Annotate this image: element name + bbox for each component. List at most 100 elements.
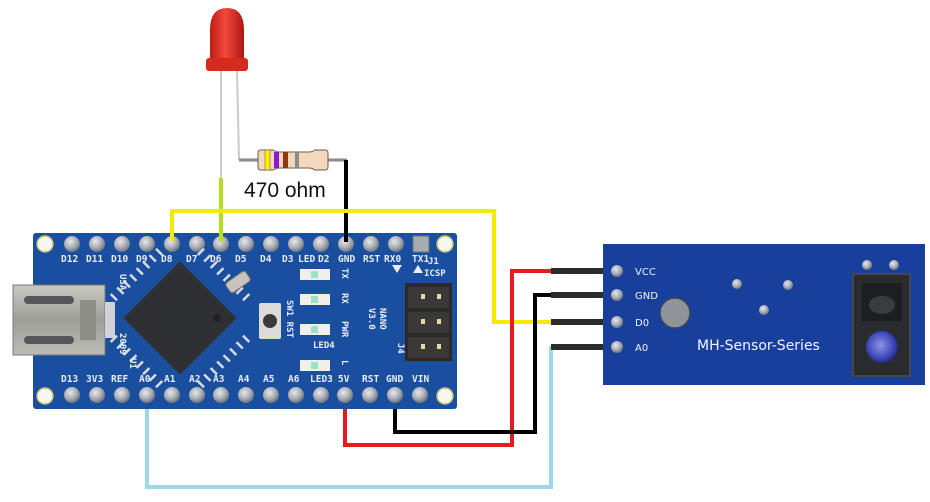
pin-pad — [213, 236, 229, 252]
icsp-header — [405, 283, 452, 361]
silk-j4: J4 — [395, 343, 405, 354]
silk-icsp: ICSP — [424, 269, 446, 279]
pin-pad — [89, 387, 105, 403]
pin-pad — [164, 236, 180, 252]
chip-lead — [116, 286, 125, 295]
atmega-chip — [109, 247, 251, 389]
pin-pad — [362, 387, 378, 403]
chip-lead — [222, 354, 231, 363]
chip-lead — [209, 367, 218, 376]
reset-button-cap — [263, 314, 277, 328]
chip-lead — [216, 267, 225, 276]
usb-tab — [80, 300, 96, 340]
icsp-pin — [421, 294, 425, 299]
ir-lead — [889, 260, 899, 270]
pin-pad — [139, 236, 155, 252]
usb-slot — [24, 296, 74, 304]
pin-pad — [238, 236, 254, 252]
chip-lead — [209, 260, 218, 269]
chip-lead — [142, 260, 151, 269]
resistor-band-yellow — [264, 149, 271, 171]
chip-lead — [235, 286, 244, 295]
resistor-label: 470 ohm — [244, 179, 326, 202]
header-pin-d0 — [551, 319, 606, 325]
pin-label-d11: D11 — [86, 254, 103, 265]
sensor-pad-a0 — [611, 341, 623, 353]
mounting-hole — [436, 387, 454, 405]
silk-year: 2009 — [117, 333, 127, 355]
pin-label-a1: A1 — [164, 374, 176, 385]
resistor-band-gold — [295, 152, 299, 168]
sensor-pin-label-a0: A0 — [635, 343, 648, 354]
pin-pad — [89, 236, 105, 252]
chip-lead — [129, 354, 138, 363]
sensor-header-pins — [551, 268, 606, 350]
pin-pad — [263, 236, 279, 252]
silk-model: NANO — [377, 308, 387, 330]
red-led — [206, 8, 248, 180]
chip-lead — [155, 380, 164, 389]
sensor-pin-pads — [611, 265, 623, 353]
silk-rx: RX — [339, 293, 349, 304]
sensor-pin-label-d0: D0 — [635, 318, 649, 329]
crystal — [225, 270, 251, 294]
pin-label-led3: LED3 — [310, 374, 333, 385]
pin-label-vin: VIN — [412, 374, 429, 385]
usb-slot — [24, 336, 74, 344]
header-pin-gnd — [551, 292, 606, 298]
pin-pad — [288, 387, 304, 403]
tx-arrow-icon — [413, 265, 423, 273]
pin-label-a6: A6 — [288, 374, 300, 385]
pin-pad — [189, 236, 205, 252]
icsp-pin — [437, 344, 441, 349]
pin-label-a2: A2 — [189, 374, 200, 385]
mounting-hole — [36, 235, 54, 253]
pin-pad — [363, 236, 379, 252]
pin-pad — [263, 387, 279, 403]
chip-lead — [229, 347, 238, 356]
ir-receiver-lens — [869, 296, 895, 314]
pin-label-gnd: GND — [338, 254, 355, 265]
wire-gnd-to-sensor-gnd — [393, 293, 553, 434]
silk-usa: USA — [117, 274, 127, 291]
pin-label-3v3: 3V3 — [86, 374, 103, 385]
wire-5v-to-sensor-vcc — [343, 269, 553, 447]
silk-u1: U1 — [127, 358, 137, 369]
bottom-pin-pads — [64, 387, 428, 403]
pin-label-d3: D3 — [282, 254, 294, 265]
pin-label-d2: D2 — [318, 254, 329, 265]
led-cathode-leg — [236, 69, 240, 161]
resistor-470-ohm: 470 ohm — [239, 149, 347, 202]
wire-a0-to-sensor-a0 — [145, 346, 553, 489]
chip-lead — [148, 254, 157, 263]
chip-lead — [116, 341, 125, 350]
pin-label-d10: D10 — [111, 254, 128, 265]
pin-pad — [313, 387, 329, 403]
pin-pad — [114, 236, 130, 252]
chip-lead — [196, 247, 205, 256]
ir-lead — [862, 260, 872, 270]
sensor-pad-d0 — [611, 316, 623, 328]
icsp-pin — [437, 319, 441, 324]
chip-lead — [109, 293, 118, 302]
pin-pad — [189, 387, 205, 403]
wire-pad-stubs — [170, 230, 348, 242]
sensor-via — [783, 280, 793, 290]
header-pin-a0 — [551, 344, 606, 350]
led-body — [210, 8, 244, 62]
chip-lead — [196, 380, 205, 389]
sensor-pad-vcc — [611, 265, 623, 277]
pin-label-rst: RST — [362, 374, 379, 385]
pin-label-d5: D5 — [235, 254, 247, 265]
pin-label-d4: D4 — [260, 254, 272, 265]
icsp-row — [408, 312, 449, 333]
chip-lead — [122, 347, 131, 356]
icsp-pin — [421, 344, 425, 349]
silk-version: V3.0 — [366, 308, 376, 330]
pin-pad — [64, 387, 80, 403]
sensor-pad-gnd — [611, 289, 623, 301]
chip-pins — [109, 247, 251, 389]
